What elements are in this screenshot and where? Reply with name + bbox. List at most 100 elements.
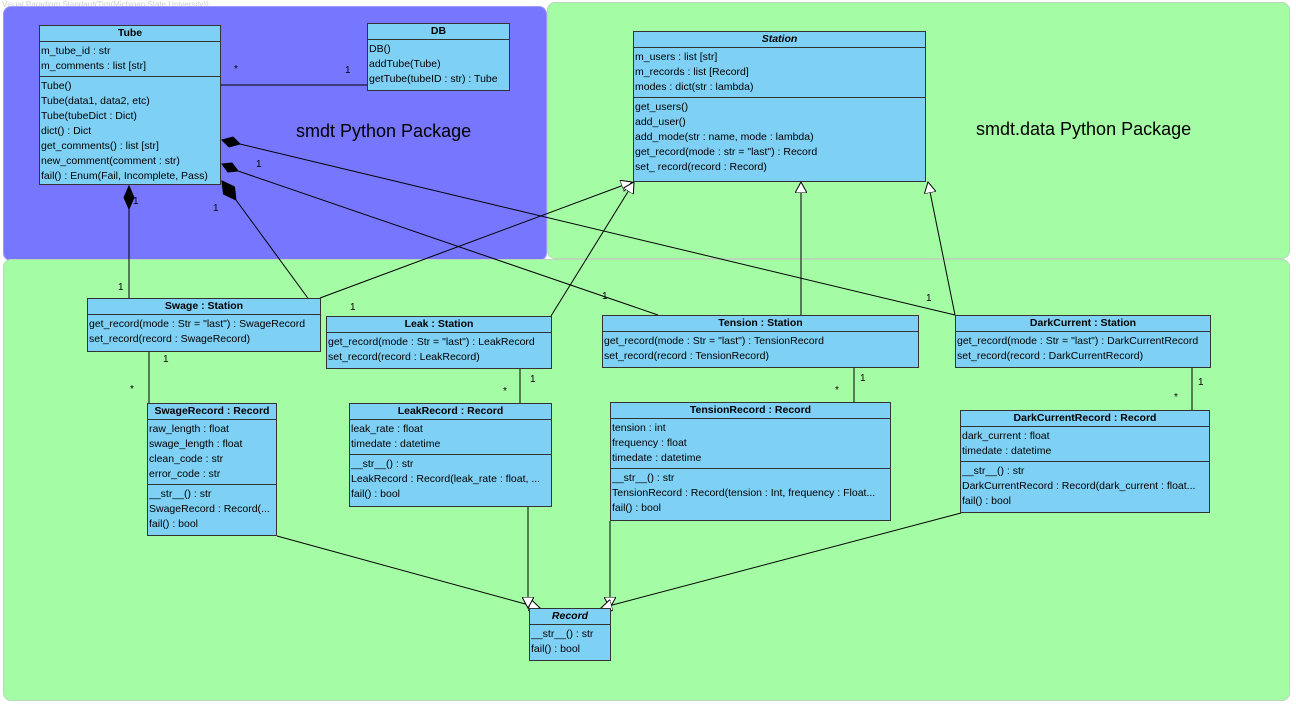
operation: DB()	[369, 43, 391, 55]
operation: Tube(data1, data2, etc)	[41, 95, 150, 107]
swage-station-class[interactable]: Swage : Station get_record(mode : Str = …	[87, 298, 321, 352]
mult-tension-rec-record: *	[835, 385, 839, 396]
operation: set_ record(record : Record)	[635, 161, 767, 173]
operation: __str__() : str	[351, 458, 414, 470]
darkcurrent-composition-diamond	[221, 136, 241, 148]
smdt-data-package-label: smdt.data Python Package	[976, 119, 1192, 139]
operations: __str__() : str DarkCurrentRecord : Reco…	[961, 462, 1209, 511]
operations: Tube() Tube(data1, data2, etc) Tube(tube…	[40, 77, 220, 184]
mult-tube-dark-dark: 1	[926, 293, 932, 304]
darkcurrent-station-class[interactable]: DarkCurrent : Station get_record(mode : …	[955, 315, 1211, 368]
operation: set_record(record : SwageRecord)	[89, 333, 251, 345]
operation: get_users()	[635, 101, 689, 113]
mult-leak-rec-record: *	[503, 386, 507, 397]
operations: get_record(mode : Str = "last") : SwageR…	[88, 315, 320, 349]
attributes: tension : int frequency : float timedate…	[611, 419, 890, 469]
operation: new_comment(comment : str)	[41, 155, 180, 167]
tube-leak-composition	[235, 199, 322, 317]
darkcurrent-station-generalization	[928, 182, 956, 316]
class-name: Station	[634, 32, 925, 48]
attribute: raw_length : float	[149, 423, 229, 435]
operation: set_record(record : TensionRecord)	[604, 350, 769, 362]
attribute: m_comments : list [str]	[41, 60, 147, 72]
darkcurrentrecord-class[interactable]: DarkCurrentRecord : Record dark_current …	[960, 410, 1210, 513]
attribute: timedate : datetime	[351, 438, 441, 450]
class-name: LeakRecord : Record	[350, 404, 551, 420]
operations: __str__() : str LeakRecord : Record(leak…	[350, 455, 551, 504]
class-name: Swage : Station	[88, 299, 320, 315]
swage-composition-diamond	[123, 184, 135, 211]
operation: Tube()	[41, 80, 72, 92]
leak-station-class[interactable]: Leak : Station get_record(mode : Str = "…	[326, 316, 552, 369]
operation: get_comments() : list [str]	[41, 140, 159, 152]
operation: get_record(mode : Str = "last") : Tensio…	[604, 335, 824, 347]
leakrecord-class[interactable]: LeakRecord : Record leak_rate : float ti…	[349, 403, 552, 507]
mult-dark-rec-dark: 1	[1198, 377, 1204, 388]
operations: __str__() : str TensionRecord : Record(t…	[611, 469, 890, 518]
mult-tube-db-db: 1	[345, 65, 351, 76]
operation: fail() : Enum(Fail, Incomplete, Pass)	[41, 170, 208, 182]
db-class[interactable]: DB DB() addTube(Tube) getTube(tubeID : s…	[367, 23, 510, 91]
class-name: SwageRecord : Record	[148, 404, 276, 420]
tube-darkcurrent-composition	[239, 143, 956, 316]
leak-station-generalization	[550, 182, 634, 317]
tube-class[interactable]: Tube m_tube_id : str m_comments : list […	[39, 25, 221, 185]
operation: fail() : bool	[149, 518, 199, 530]
class-name: DarkCurrent : Station	[956, 316, 1210, 332]
operations: get_record(mode : Str = "last") : Tensio…	[603, 332, 918, 366]
attribute: swage_length : float	[149, 438, 243, 450]
attributes: m_tube_id : str m_comments : list [str]	[40, 42, 220, 77]
class-name: Leak : Station	[327, 317, 551, 333]
tube-tension-composition	[237, 170, 659, 316]
operation: add_mode(str : name, mode : lambda)	[635, 131, 814, 143]
operation: get_record(mode : Str = "last") : DarkCu…	[957, 335, 1199, 347]
mult-tube-leak-tube: 1	[213, 203, 219, 214]
operation: fail() : bool	[531, 643, 581, 655]
operation: get_record(mode : Str = "last") : SwageR…	[89, 318, 306, 330]
class-name: TensionRecord : Record	[611, 403, 890, 419]
tension-composition-diamond	[221, 162, 239, 173]
operation: get_record(mode : Str = "last") : LeakRe…	[328, 336, 535, 348]
swage-station-generalization	[319, 182, 632, 299]
mult-tube-leak-leak: 1	[350, 302, 356, 313]
attribute: modes : dict(str : lambda)	[635, 81, 754, 93]
operations: get_record(mode : Str = "last") : LeakRe…	[327, 333, 551, 367]
mult-tube-swage-swage: 1	[118, 282, 124, 293]
operation: TensionRecord : Record(tension : Int, fr…	[612, 487, 876, 499]
attribute: leak_rate : float	[351, 423, 423, 435]
operations: __str__() : str fail() : bool	[530, 625, 610, 659]
mult-tube-tension-tension: 1	[602, 291, 608, 302]
station-class[interactable]: Station m_users : list [str] m_records :…	[633, 31, 926, 182]
attribute: error_code : str	[149, 468, 221, 480]
attributes: leak_rate : float timedate : datetime	[350, 420, 551, 455]
class-name: Tension : Station	[603, 316, 918, 332]
operations: get_users() add_user() add_mode(str : na…	[634, 98, 925, 177]
class-name: DarkCurrentRecord : Record	[961, 411, 1209, 427]
tensionrecord-class[interactable]: TensionRecord : Record tension : int fre…	[610, 402, 891, 521]
mult-swage-rec-swage: 1	[163, 354, 169, 365]
attribute: dark_current : float	[962, 430, 1050, 442]
mult-tube-swage-tube: 1	[133, 196, 139, 207]
mult-leak-rec-leak: 1	[530, 374, 536, 385]
darkcurrentrecord-record-generalization	[601, 512, 962, 608]
attributes: m_users : list [str] m_records : list [R…	[634, 48, 925, 98]
operations: DB() addTube(Tube) getTube(tubeID : str)…	[368, 40, 509, 89]
mult-tube-tension-tube: 1	[256, 159, 262, 170]
operation: dict() : Dict	[41, 125, 92, 137]
operations: get_record(mode : Str = "last") : DarkCu…	[956, 332, 1210, 366]
attribute: frequency : float	[612, 437, 687, 449]
operation: LeakRecord : Record(leak_rate : float, .…	[351, 473, 541, 485]
attributes: raw_length : float swage_length : float …	[148, 420, 276, 485]
record-class[interactable]: Record __str__() : str fail() : bool	[529, 608, 611, 661]
class-name: Tube	[40, 26, 220, 42]
attribute: m_tube_id : str	[41, 45, 111, 57]
operation: Tube(tubeDict : Dict)	[41, 110, 137, 122]
smdt-package-label: smdt Python Package	[296, 121, 472, 141]
class-name: DB	[368, 24, 509, 40]
swagerecord-class[interactable]: SwageRecord : Record raw_length : float …	[147, 403, 277, 536]
attribute: tension : int	[612, 422, 666, 434]
operation: __str__() : str	[962, 465, 1025, 477]
operation: getTube(tubeID : str) : Tube	[369, 73, 498, 85]
tension-station-class[interactable]: Tension : Station get_record(mode : Str …	[602, 315, 919, 368]
operation: fail() : bool	[351, 488, 401, 500]
